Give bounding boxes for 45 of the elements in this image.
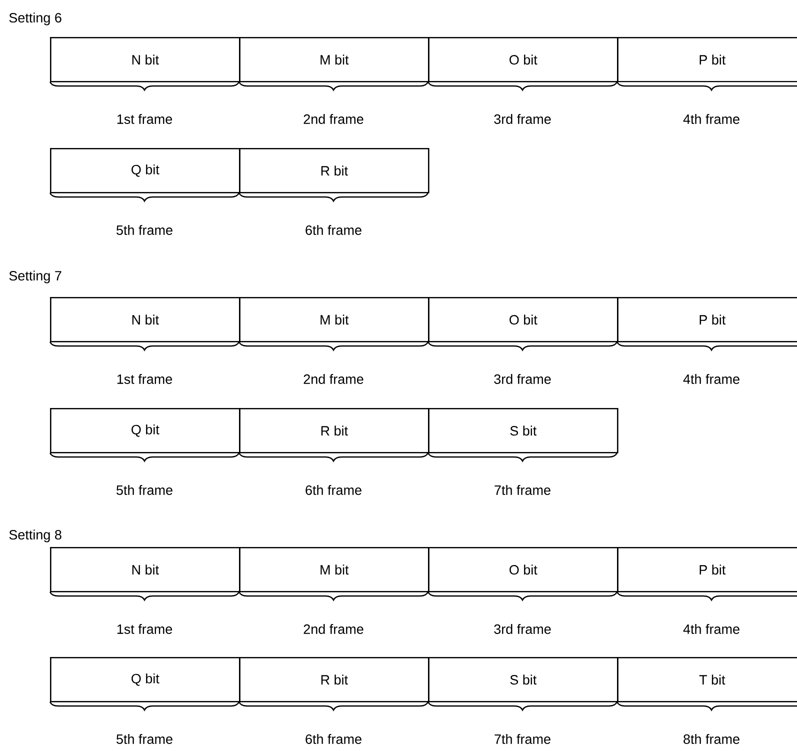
bit-box: T bit bbox=[617, 657, 797, 702]
bit-box: P bit bbox=[617, 37, 797, 82]
bit-box: Q bit bbox=[50, 148, 240, 194]
frame-label: 6th frame bbox=[306, 734, 362, 744]
frame-label: 4th frame bbox=[683, 374, 740, 384]
frame-label: 5th frame bbox=[116, 225, 172, 235]
bit-box: S bit bbox=[428, 408, 618, 454]
frame-label: 3rd frame bbox=[494, 114, 551, 124]
frame-label: 5th frame bbox=[116, 734, 172, 744]
frame-label: 5th frame bbox=[116, 485, 172, 495]
frame-label: 8th frame bbox=[684, 734, 740, 744]
setting-title: Setting 8 bbox=[9, 530, 62, 542]
bit-box: M bit bbox=[239, 297, 430, 342]
bit-box: O bit bbox=[428, 297, 618, 342]
frame-label: 2nd frame bbox=[304, 114, 364, 124]
frame-label: 4th frame bbox=[683, 624, 740, 634]
frame-label: 1st frame bbox=[117, 114, 172, 124]
frame-label: 1st frame bbox=[117, 374, 172, 384]
frame-label: 3rd frame bbox=[494, 624, 551, 634]
frame-label: 2nd frame bbox=[304, 624, 364, 634]
frame-label: 6th frame bbox=[306, 485, 362, 495]
bit-box: R bit bbox=[239, 408, 430, 454]
bit-box: O bit bbox=[428, 547, 618, 592]
frame-label: 7th frame bbox=[494, 485, 550, 495]
setting-title: Setting 7 bbox=[9, 270, 62, 284]
bit-box: M bit bbox=[239, 37, 430, 82]
bit-box: P bit bbox=[617, 547, 797, 592]
bit-box: S bit bbox=[428, 657, 618, 702]
frame-label: 6th frame bbox=[306, 225, 362, 235]
frame-label: 3rd frame bbox=[494, 374, 551, 384]
bit-box: Q bit bbox=[50, 408, 240, 454]
setting-title: Setting 6 bbox=[9, 12, 62, 26]
bit-box: Q bit bbox=[50, 657, 240, 702]
bit-box: R bit bbox=[239, 657, 430, 702]
bit-box: N bit bbox=[50, 37, 240, 82]
frame-label: 1st frame bbox=[117, 624, 172, 634]
frame-label: 4th frame bbox=[683, 114, 740, 124]
bit-box: N bit bbox=[50, 297, 240, 342]
bit-box: R bit bbox=[239, 148, 430, 194]
bit-box: P bit bbox=[617, 297, 797, 342]
bit-box: N bit bbox=[50, 547, 240, 592]
bit-box: M bit bbox=[239, 547, 430, 592]
bit-box: O bit bbox=[428, 37, 618, 82]
frame-label: 2nd frame bbox=[304, 374, 364, 384]
frame-label: 7th frame bbox=[494, 734, 550, 744]
